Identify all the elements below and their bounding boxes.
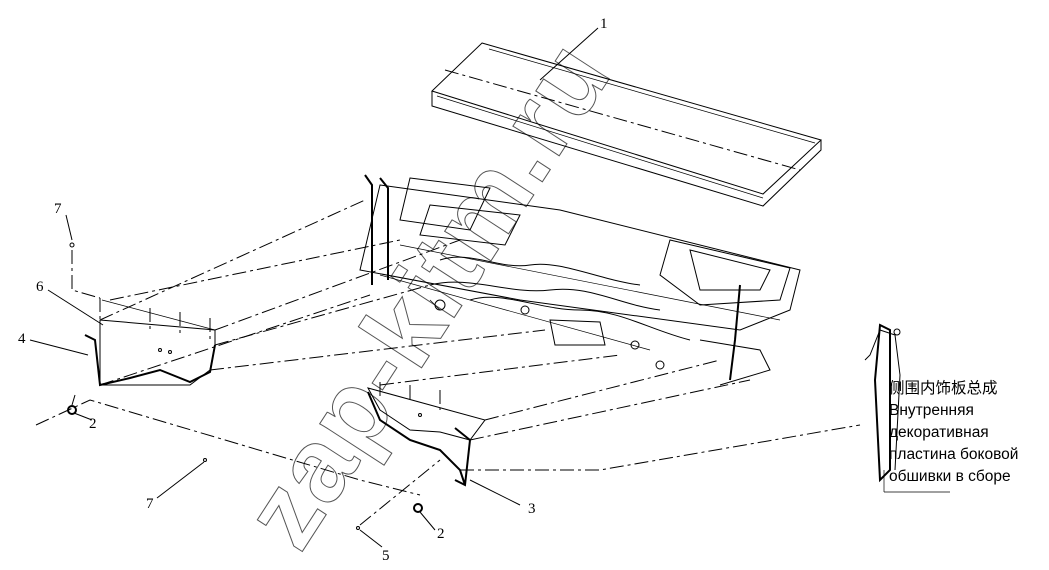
floor-frame-assembly [359,174,801,386]
callout-7b: 7 [146,496,154,512]
side-trim-panel-assembly [864,323,950,493]
callout-2a: 2 [89,416,97,432]
part-1-tray [431,42,822,207]
callout-7a: 7 [54,201,62,217]
callout-1: 1 [600,16,608,32]
caption-line-1: Внутренняя [889,402,974,419]
callout-6: 6 [36,279,44,295]
callout-2b: 2 [437,526,445,542]
caption-line-2: декоративная [889,424,989,441]
caption-line-3: пластина боковой [889,446,1019,463]
callout-3: 3 [528,501,536,517]
leader-lines [29,27,599,548]
caption-chinese: 侧围内饰板总成 [889,380,998,397]
part-4-6-left-panel [84,298,216,387]
callout-5: 5 [382,548,390,564]
watermark: zap-kitm.ru [222,21,633,568]
callout-4: 4 [18,331,26,347]
assembly-lines [35,199,861,526]
callout-labels: 1 2 2 3 4 5 6 7 7 [18,16,608,564]
part-caption: 侧围内饰板总成 Внутренняя декоративная пластина… [889,378,1049,488]
caption-line-4: обшивки в сборе [889,468,1011,485]
